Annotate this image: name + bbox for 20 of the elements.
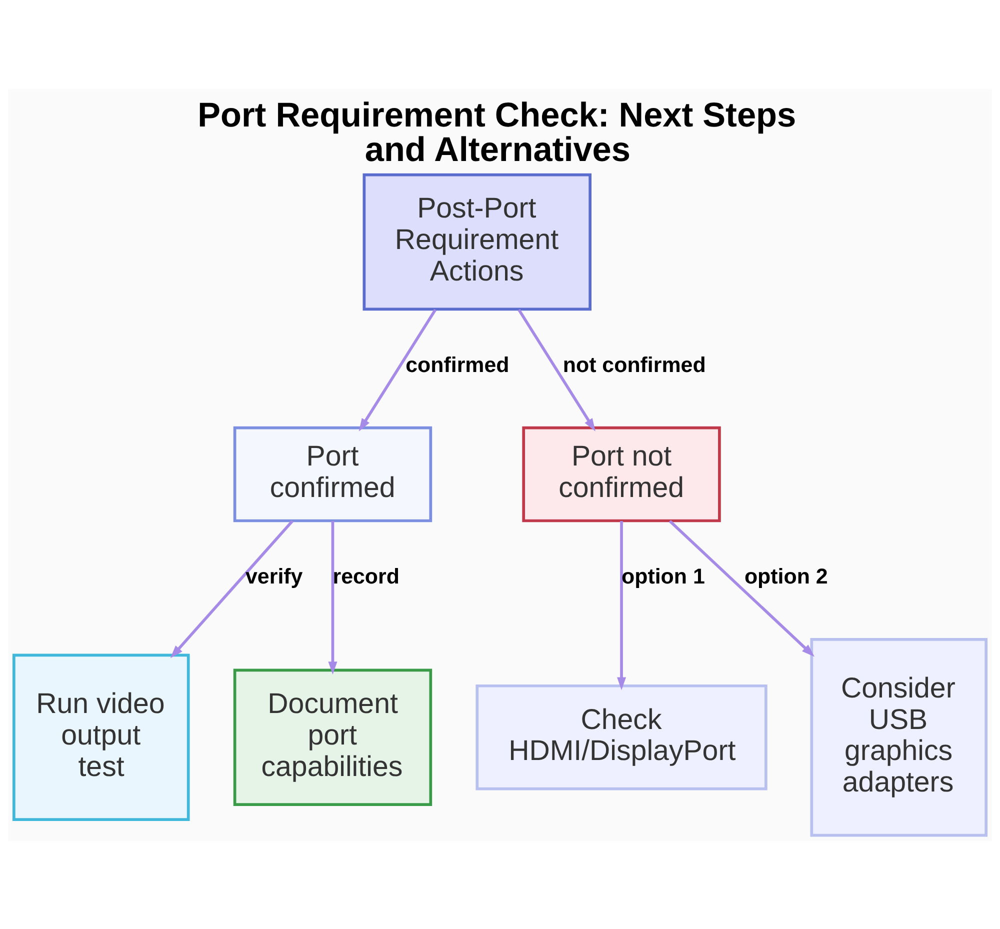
edge-label: confirmed <box>406 352 510 377</box>
arrow <box>358 308 437 431</box>
arrow <box>170 520 294 658</box>
edge-label: not confirmed <box>562 352 706 377</box>
node-box: Check HDMI/DisplayPort <box>476 684 768 790</box>
node-box: Port not confirmed <box>522 426 721 522</box>
node-box: Port confirmed <box>233 426 432 522</box>
arrow <box>617 520 626 690</box>
edge-label: record <box>332 564 400 588</box>
diagram-title: Port Requirement Check: Next Steps and Alternatives <box>198 96 796 168</box>
node-box: Consider USB graphics adapters <box>810 638 988 836</box>
edge-label: option 1 <box>622 564 705 588</box>
edge-label: verify <box>246 564 303 588</box>
edge-label: option 2 <box>744 564 828 588</box>
arrow <box>668 520 815 656</box>
node-box: Post-Port Requirement Actions <box>362 172 592 310</box>
arrow <box>328 520 338 674</box>
node-box: Document port capabilities <box>233 668 432 806</box>
arrow <box>518 308 596 431</box>
node-box: Run video output test <box>12 653 190 820</box>
